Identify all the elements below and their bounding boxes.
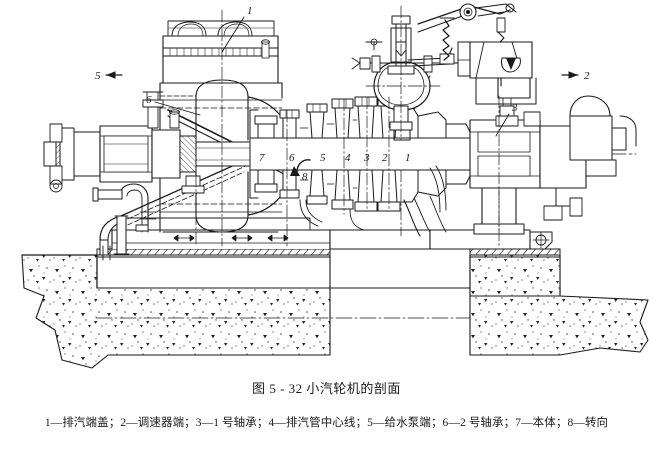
bearing-no2-assembly — [43, 91, 205, 194]
blade-stage — [279, 109, 300, 199]
foundation-right — [469, 254, 649, 356]
callout-label-5: 5 — [95, 70, 101, 82]
drain-pipes — [299, 165, 447, 231]
callout-label-2: 2 — [584, 70, 590, 82]
centerline-label-6: 6 — [289, 152, 295, 164]
blade-stage — [354, 96, 378, 212]
callout-label-6: 6 — [146, 94, 152, 106]
anchor-bolt-markers — [173, 234, 289, 242]
centerline-label-5: 5 — [320, 152, 326, 164]
exhaust-nozzle-pipe — [113, 215, 130, 255]
centerline-label-4: 4 — [345, 152, 351, 164]
figure-legend: 1—排汽端盖；2—调速器端；3—1 号轴承；4—排汽管中心线；5—给水泵端；6—… — [44, 417, 609, 429]
rotation-arrow-8 — [290, 159, 311, 176]
section-centerlines — [195, 5, 500, 247]
turbine-section-drawing: 1 2 3 5 6 7 6 5 4 3 2 1 8 — [21, 3, 649, 369]
centerline-label-1: 1 — [405, 152, 411, 164]
blade-stage — [331, 98, 354, 210]
foundation-left — [21, 254, 331, 369]
centerline-label-2: 2 — [382, 152, 388, 164]
callout-label-1: 1 — [247, 5, 253, 17]
leader-1 — [221, 16, 245, 53]
leader-6 — [154, 101, 201, 116]
callout-label-3: 3 — [511, 102, 518, 114]
blade-stage — [306, 103, 328, 205]
centerline-label-7: 7 — [259, 152, 265, 164]
bearing-no1-assembly — [469, 95, 637, 235]
foundation-pit — [95, 254, 471, 319]
leader-3 — [495, 113, 510, 137]
rotation-label-8: 8 — [302, 171, 308, 183]
leader-lines — [154, 16, 510, 137]
bed-plate — [111, 217, 553, 250]
figure-caption: 图 5 - 32 小汽轮机的剖面 — [252, 381, 401, 396]
centerline-label-3: 3 — [363, 152, 370, 164]
turbine-blade-stages — [254, 96, 401, 212]
steam-pipe-bend — [92, 183, 157, 261]
control-stage-wheel — [254, 115, 278, 193]
